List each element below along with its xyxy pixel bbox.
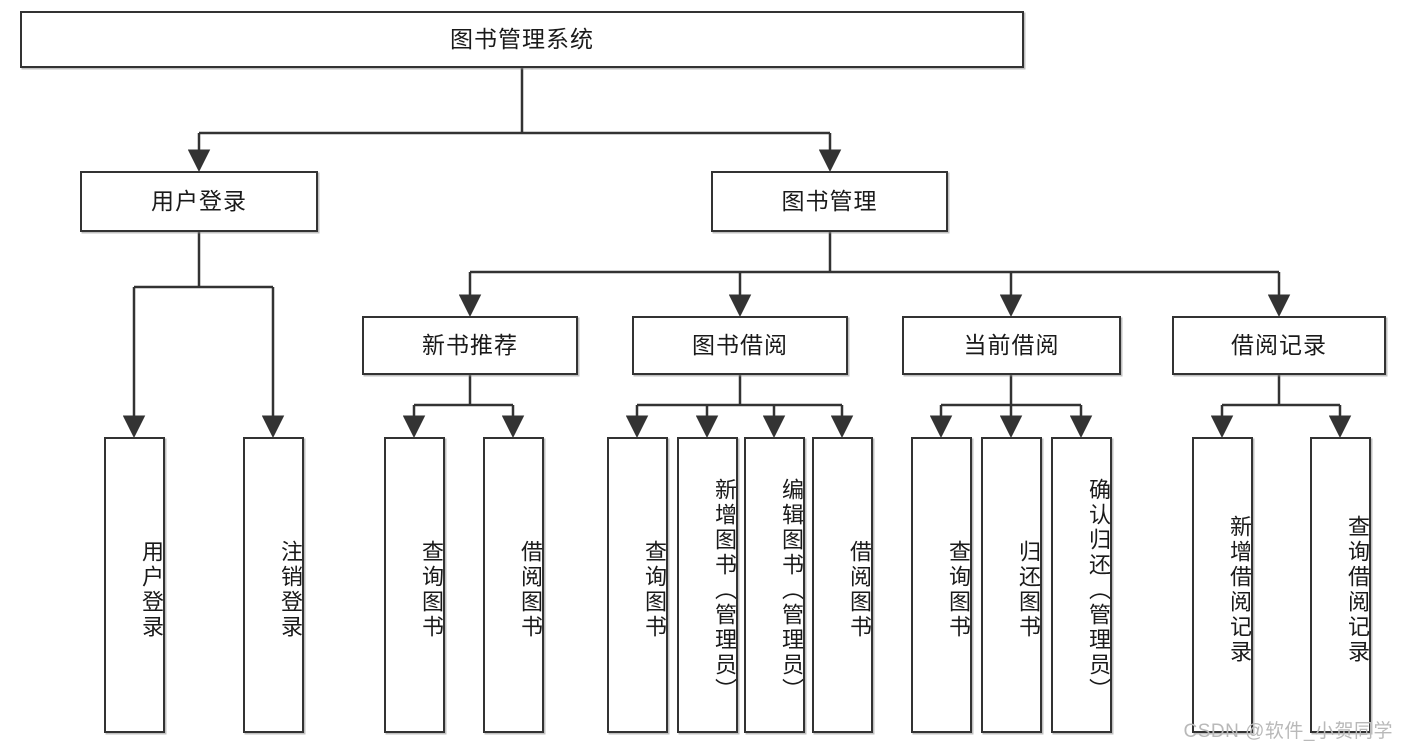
leaf-recommend-query-book[interactable]: 查询图书 (384, 437, 445, 733)
leaf-record-query-record[interactable]: 查询借阅记录 (1310, 437, 1371, 733)
node-borrow-record[interactable]: 借阅记录 (1172, 316, 1386, 375)
leaf-logout-login[interactable]: 注销登录 (243, 437, 304, 733)
node-label: 编辑图书（管理员） (779, 477, 804, 703)
node-root-system[interactable]: 图书管理系统 (20, 11, 1024, 68)
leaf-current-query-book[interactable]: 查询图书 (911, 437, 972, 733)
node-label: 当前借阅 (963, 331, 1060, 358)
node-label: 新增图书（管理员） (712, 477, 737, 703)
leaf-borrow-query-book[interactable]: 查询图书 (607, 437, 668, 733)
node-current-borrow[interactable]: 当前借阅 (902, 316, 1121, 375)
node-label: 新书推荐 (422, 331, 518, 358)
node-label: 查询图书 (419, 540, 444, 640)
node-user-login[interactable]: 用户登录 (80, 171, 318, 232)
csdn-watermark: CSDN @软件_小贺同学 (1183, 721, 1393, 742)
leaf-borrow-borrow-book[interactable]: 借阅图书 (812, 437, 873, 733)
leaf-borrow-add-book-admin[interactable]: 新增图书（管理员） (677, 437, 738, 733)
node-label: 借阅图书 (518, 540, 543, 640)
node-label: 图书借阅 (692, 331, 788, 358)
node-label: 图书管理 (781, 187, 878, 214)
node-label: 查询图书 (642, 540, 667, 640)
node-label: 查询借阅记录 (1345, 515, 1370, 665)
leaf-recommend-borrow-book[interactable]: 借阅图书 (483, 437, 544, 733)
node-label: 借阅图书 (847, 540, 872, 640)
node-label: 借阅记录 (1231, 331, 1327, 358)
node-label: 用户登录 (151, 187, 247, 214)
node-book-management[interactable]: 图书管理 (711, 171, 948, 232)
node-label: 确认归还（管理员） (1086, 477, 1111, 703)
node-book-borrow[interactable]: 图书借阅 (632, 316, 848, 375)
node-label: 图书管理系统 (450, 25, 594, 52)
leaf-user-login[interactable]: 用户登录 (104, 437, 165, 733)
leaf-current-confirm-return-admin[interactable]: 确认归还（管理员） (1051, 437, 1112, 733)
node-label: 新增借阅记录 (1227, 515, 1252, 665)
node-label: 注销登录 (278, 540, 303, 640)
leaf-borrow-edit-book-admin[interactable]: 编辑图书（管理员） (744, 437, 805, 733)
leaf-record-add-record[interactable]: 新增借阅记录 (1192, 437, 1253, 733)
node-label: 归还图书 (1016, 540, 1041, 640)
node-label: 查询图书 (946, 540, 971, 640)
leaf-current-return-book[interactable]: 归还图书 (981, 437, 1042, 733)
node-new-book-recommend[interactable]: 新书推荐 (362, 316, 578, 375)
node-label: 用户登录 (139, 540, 164, 640)
